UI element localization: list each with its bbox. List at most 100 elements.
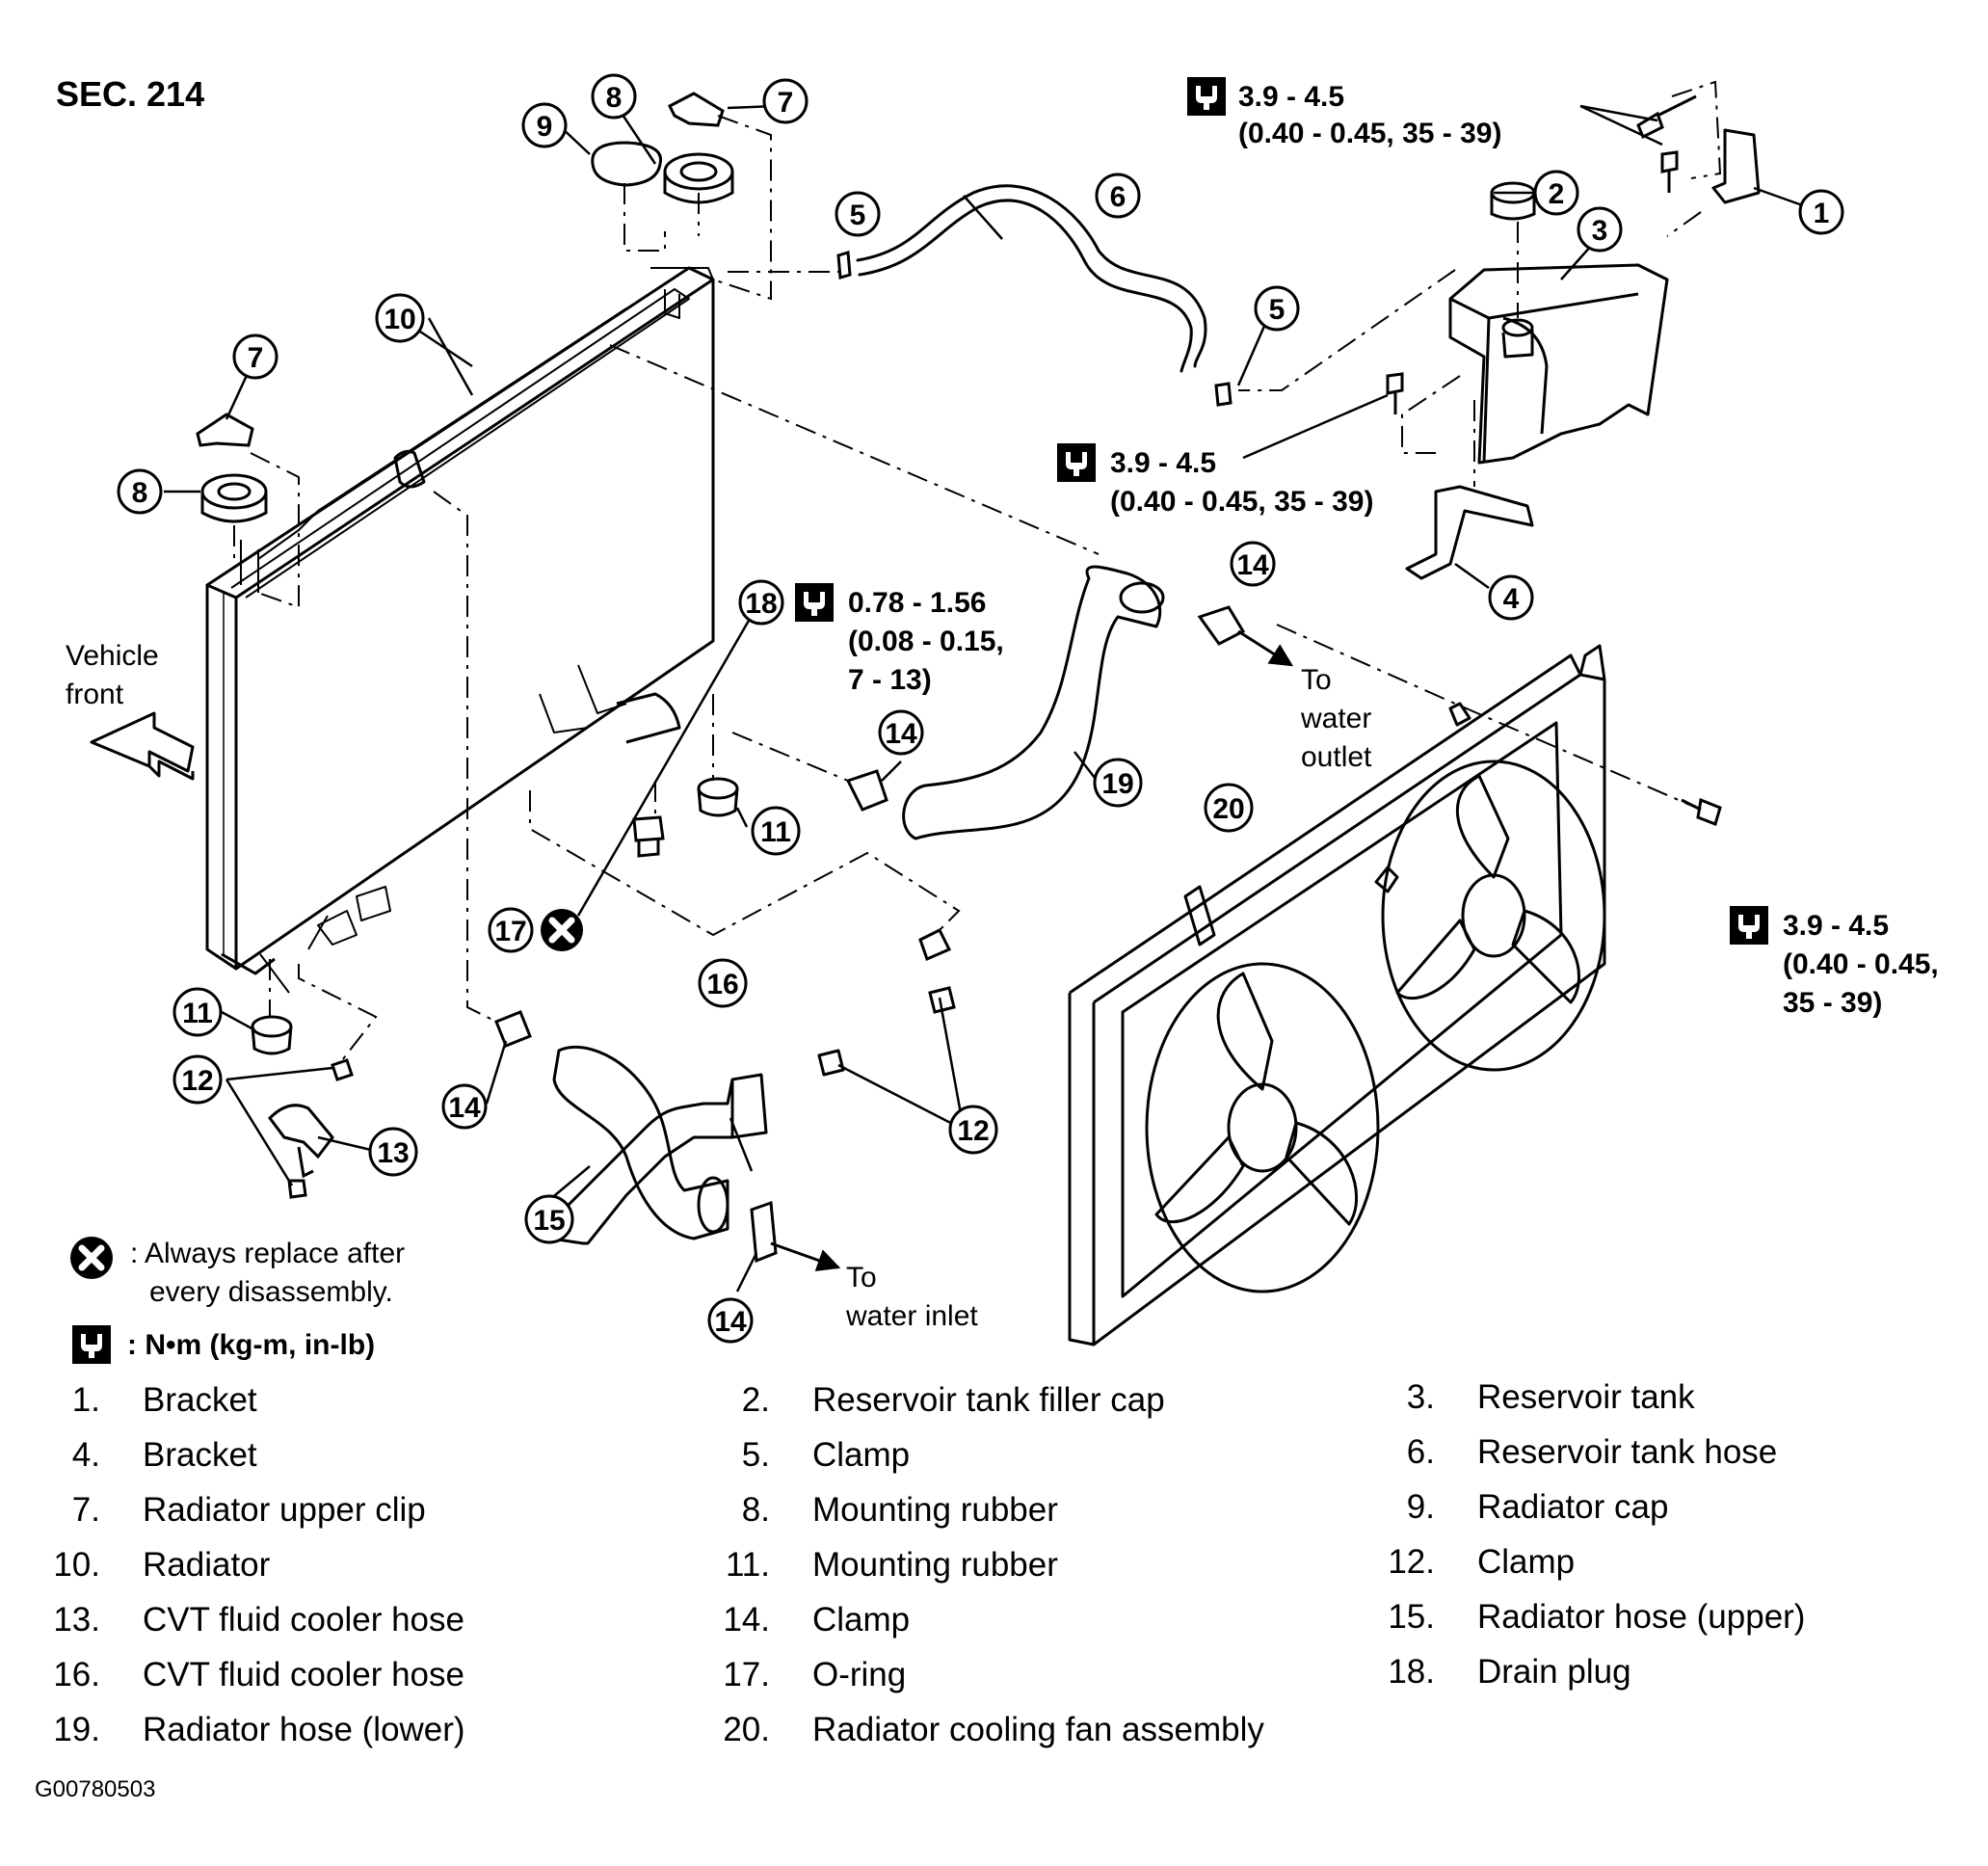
callout-14a: 14 [1230,541,1276,587]
svg-text:12: 12 [181,1065,213,1097]
water-inlet-label: To [846,1262,877,1293]
flow-arrows [770,629,1294,1272]
svg-text:: N•m (kg-m, in-lb): : N•m (kg-m, in-lb) [127,1329,375,1361]
svg-text:3.9 - 4.5: 3.9 - 4.5 [1783,910,1889,942]
callout-4: 4 [1488,574,1534,621]
torque-spec-top-right: 3.9 - 4.5 (0.40 - 0.45, 35 - 39) [1187,77,1502,149]
callout-6: 6 [1095,173,1141,219]
svg-text:5: 5 [850,200,866,231]
mounting-rubber-bottom-left [251,1015,293,1055]
clamp-14-hose [494,605,1246,1264]
svg-text:7: 7 [778,87,794,119]
callout-5a: 5 [835,191,881,237]
svg-text:(0.40 - 0.45, 35 - 39): (0.40 - 0.45, 35 - 39) [1110,486,1374,518]
mounting-rubber-bottom-right [697,777,739,817]
radiator [205,266,715,994]
water-inlet-label-2: water inlet [845,1300,978,1332]
callout-12a: 12 [172,1054,223,1105]
section-title: SEC. 214 [56,74,204,114]
callout-7a: 7 [762,78,808,124]
vehicle-front-label-2: front [66,679,124,710]
callout-19: 19 [1093,758,1143,808]
svg-text:2: 2 [1549,178,1565,210]
callout-3: 3 [1577,206,1623,253]
svg-text:13: 13 [377,1137,409,1169]
water-outlet-label-3: outlet [1301,741,1372,773]
svg-text:(0.08 - 0.15,: (0.08 - 0.15, [848,626,1004,657]
callout-15: 15 [524,1194,574,1244]
cvt-fluid-cooler-hose-16 [547,1049,845,1245]
bracket-top [1711,128,1761,204]
water-outlet-label-2: water [1300,703,1371,734]
drain-plug [632,815,665,858]
callout-group: 1 2 3 4 5 5 6 7 7 8 8 9 10 11 11 12 12 1… [117,73,1844,1344]
callout-11a: 11 [172,987,223,1037]
svg-text:35 - 39): 35 - 39) [1783,987,1882,1019]
svg-text:19: 19 [1101,768,1133,800]
mounting-rubber-left [200,473,268,523]
svg-text:14: 14 [714,1306,747,1338]
reservoir-tank [1448,263,1669,465]
callout-14d: 14 [707,1297,754,1344]
torque-wrench-icon [72,1325,111,1364]
svg-text:12: 12 [957,1115,989,1147]
torque-spec-drain-plug: 0.78 - 1.56 (0.08 - 0.15, 7 - 13) [795,583,1004,696]
torque-wrench-icon [1730,906,1768,945]
svg-text:1: 1 [1814,198,1830,229]
svg-text:10: 10 [384,304,415,335]
callout-9: 9 [521,102,568,148]
svg-text:4: 4 [1503,583,1520,615]
svg-text:8: 8 [606,82,623,114]
svg-text:16: 16 [706,969,738,1000]
clamp-5 [836,251,1233,407]
reservoir-tank-hose [856,184,1207,373]
cvt-fluid-cooler-hose-13 [268,1104,334,1179]
callout-10: 10 [375,293,425,343]
svg-text:6: 6 [1110,181,1127,213]
svg-text:17: 17 [494,916,526,947]
callout-8b: 8 [117,468,163,515]
radiator-upper-clip-top [667,92,725,127]
svg-text:11: 11 [182,998,213,1029]
callout-18: 18 [738,579,784,626]
svg-text:7: 7 [248,342,264,374]
callout-16: 16 [698,958,748,1008]
svg-text:18: 18 [745,588,777,620]
water-outlet-label: To [1301,664,1332,696]
symbol-legend: : Always replace after every disassembly… [70,1237,405,1364]
replace-icon [541,909,583,951]
callout-5b: 5 [1254,285,1300,332]
callout-11b: 11 [751,806,801,856]
svg-text:every disassembly.: every disassembly. [149,1276,393,1308]
bolts [1386,94,1722,826]
callout-1: 1 [1798,189,1844,235]
callout-2: 2 [1533,170,1579,216]
svg-text:5: 5 [1269,294,1286,326]
svg-text:20: 20 [1212,793,1244,825]
callout-20: 20 [1204,783,1254,833]
replace-icon [70,1237,113,1279]
callout-14b: 14 [878,709,924,756]
radiator-hose-upper [552,1045,729,1240]
callout-17: 17 [488,907,534,953]
radiator-cooling-fan-assembly [1068,644,1606,1346]
svg-text:7 - 13): 7 - 13) [848,664,932,696]
svg-text:9: 9 [537,111,553,143]
svg-text:3: 3 [1592,215,1608,247]
svg-text:15: 15 [533,1205,565,1237]
svg-text:: Always replace after: : Always replace after [130,1238,405,1269]
callout-14c: 14 [441,1083,488,1130]
svg-text:(0.40 - 0.45,: (0.40 - 0.45, [1783,948,1939,980]
callout-7b: 7 [232,333,278,380]
svg-text:0.78 - 1.56: 0.78 - 1.56 [848,587,986,619]
svg-text:(0.40 - 0.45, 35 - 39): (0.40 - 0.45, 35 - 39) [1238,118,1502,149]
vehicle-front-label: Vehicle [66,640,159,672]
bracket-bottom [1405,485,1534,580]
svg-text:3.9 - 4.5: 3.9 - 4.5 [1110,447,1216,479]
svg-text:14: 14 [1236,549,1269,581]
alignment-lines [233,80,1722,1061]
leader-lines [164,104,1822,1293]
callout-8a: 8 [591,73,637,120]
svg-text:14: 14 [448,1092,481,1124]
